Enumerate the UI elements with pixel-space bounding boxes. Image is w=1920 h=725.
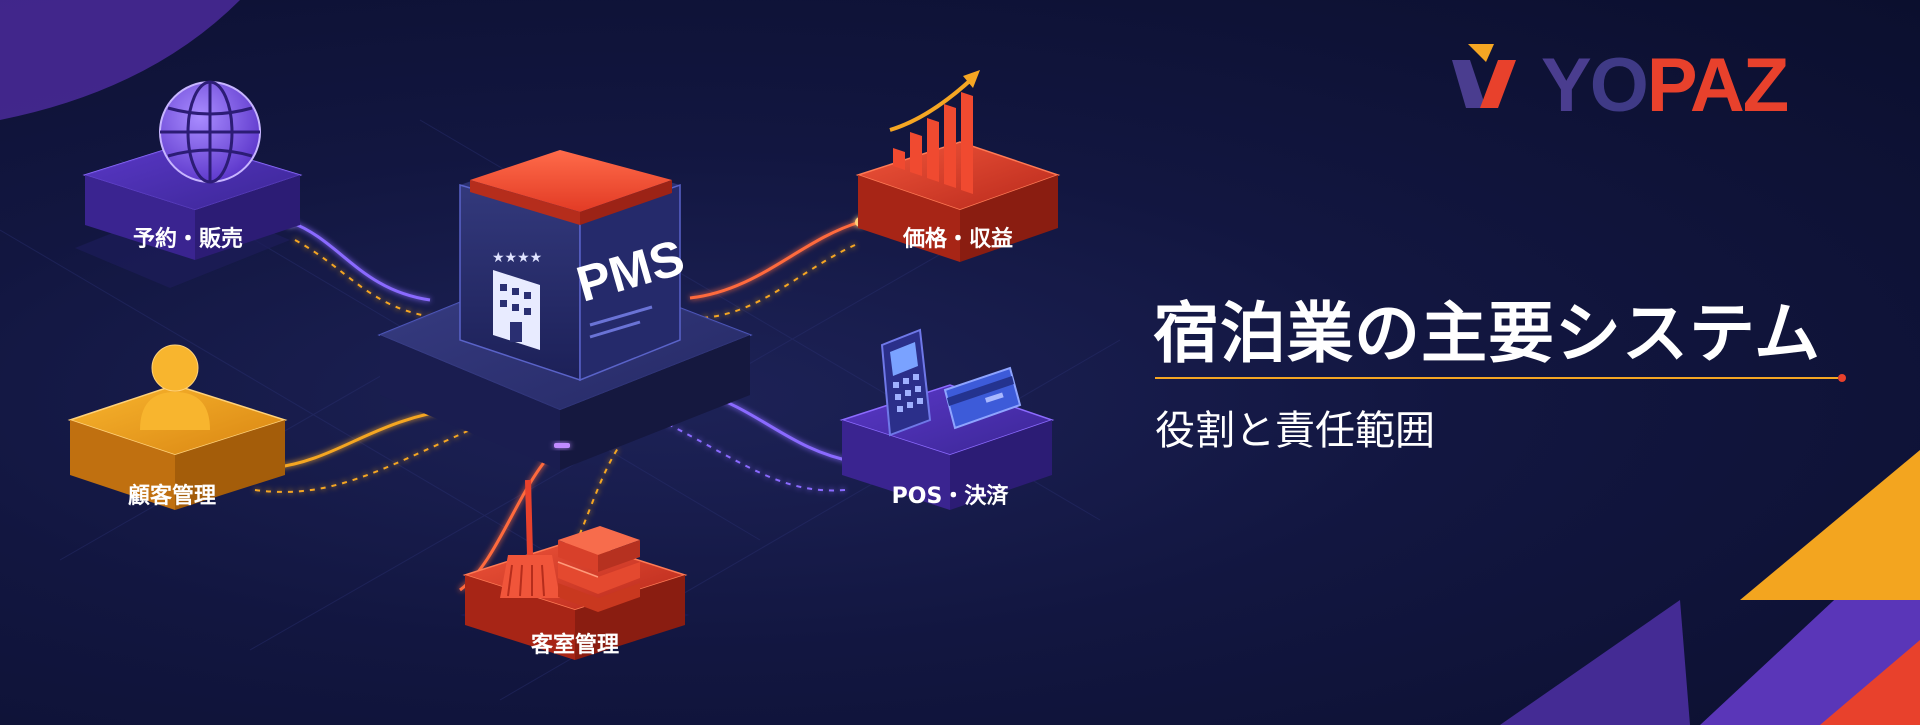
svg-text:★★★★: ★★★★ xyxy=(492,250,542,266)
pms-hub: ★★★★ PMS xyxy=(377,150,753,470)
credit-card-icon xyxy=(943,366,1022,430)
module-housekeeping-label: 客室管理 xyxy=(531,632,619,658)
payment-terminal-icon xyxy=(880,328,932,437)
person-icon xyxy=(140,344,210,430)
link-reservation-hub xyxy=(289,220,431,302)
hub-status-light xyxy=(554,443,570,448)
page-title: 宿泊業の主要システム xyxy=(1153,295,1822,372)
corner-arc-decoration xyxy=(0,0,240,120)
corner-triangle-red xyxy=(1820,640,1920,725)
globe-icon xyxy=(159,80,261,184)
hotel-building-icon xyxy=(493,270,540,350)
module-pos-label: POS・決済 xyxy=(892,483,1010,509)
logo-letter-o: O xyxy=(1589,43,1649,128)
module-pricing: 価格・収益 xyxy=(855,70,1061,262)
link-crm-hub-dashed xyxy=(254,429,471,493)
broom-icon xyxy=(500,479,560,598)
link-pos-hub-dashed xyxy=(659,419,846,492)
link-housekeeping-hub-dashed xyxy=(539,444,621,601)
module-pricing-label: 価格・収益 xyxy=(902,226,1013,252)
pms-label-underline xyxy=(589,305,653,339)
title-divider xyxy=(1155,374,1846,382)
link-pricing-hub xyxy=(689,220,861,300)
module-reservation: 予約・販売 xyxy=(75,80,303,288)
linen-stack-icon xyxy=(557,526,640,612)
logo-letters-paz: PAZ xyxy=(1646,43,1789,128)
link-pricing-hub-dashed xyxy=(699,244,856,319)
corner-triangle-purple xyxy=(1500,600,1690,725)
growth-chart-icon xyxy=(889,70,980,194)
module-housekeeping: 客室管理 xyxy=(460,479,690,660)
corner-triangle-orange xyxy=(1740,450,1920,600)
yopaz-logo-mark xyxy=(1452,44,1516,108)
link-reservation-hub-dashed xyxy=(294,239,441,319)
yopaz-logo: YOPAZ xyxy=(1541,42,1841,129)
module-reservation-label: 予約・販売 xyxy=(133,226,243,252)
logo-letter-y: Y xyxy=(1541,43,1592,128)
link-crm-hub xyxy=(271,406,461,470)
pms-cube-lid xyxy=(470,150,672,212)
page-subtitle: 役割と責任範囲 xyxy=(1155,408,1435,454)
module-crm-label: 顧客管理 xyxy=(128,483,216,509)
module-crm: 顧客管理 xyxy=(67,344,288,510)
stars-icon: ★★★★ xyxy=(492,250,542,266)
module-pos: POS・決済 xyxy=(839,328,1055,510)
connections xyxy=(254,220,861,601)
